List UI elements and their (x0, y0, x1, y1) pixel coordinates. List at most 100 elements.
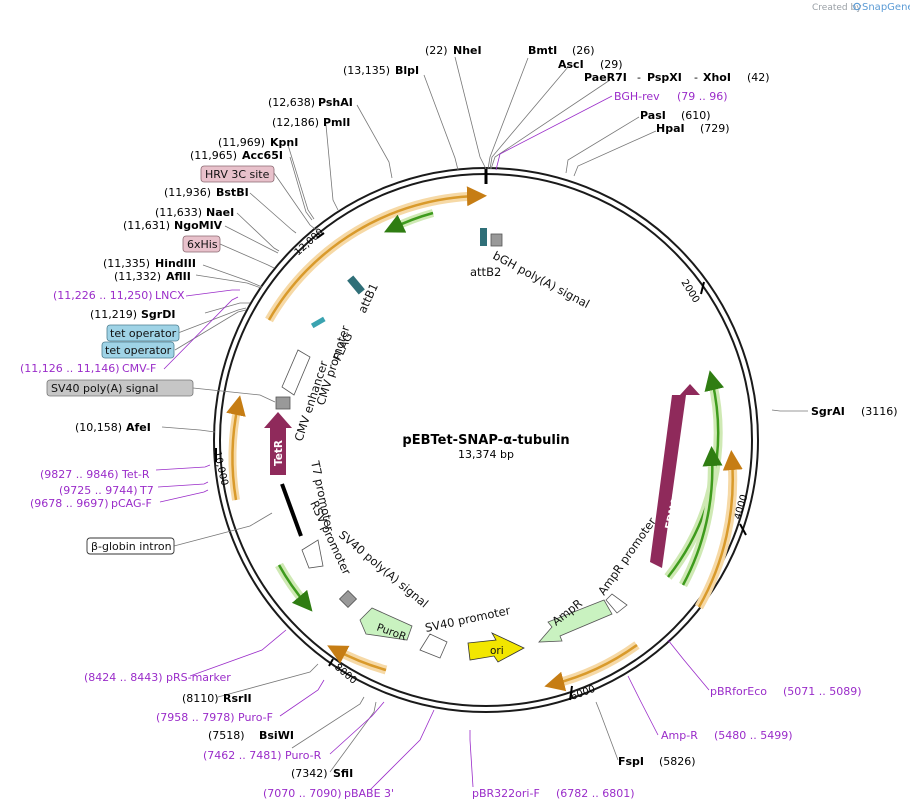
sv40-polya-feature[interactable] (338, 589, 358, 609)
feature-arc-green-right-2[interactable] (681, 446, 723, 586)
attb2-feature[interactable] (480, 228, 487, 246)
credit-prefix: Created by (812, 3, 862, 13)
t7-promoter-bar[interactable] (280, 483, 303, 537)
site-hpai[interactable]: HpaI (656, 122, 685, 135)
site-bsiwi[interactable]: BsiWI (259, 729, 294, 742)
primer-tet-r[interactable]: Tet-R (121, 468, 150, 481)
site-ngomiv-pos: (11,631) (123, 219, 170, 232)
site-bstbi[interactable]: BstBI (216, 186, 249, 199)
site-asci[interactable]: AscI (558, 58, 584, 71)
site-naei[interactable]: NaeI (206, 206, 234, 219)
flag-feature[interactable] (310, 316, 326, 329)
site-acc65i-pos: (11,965) (190, 149, 237, 162)
site-sgrai-pos: (3116) (861, 405, 898, 418)
site-separator-1: - (637, 71, 641, 84)
snapgene-logo-icon (853, 2, 861, 11)
sv40-promoter-feature[interactable] (419, 633, 448, 659)
site-aflii[interactable]: AflII (166, 270, 191, 283)
tick-label-2000: 2000 (678, 278, 701, 305)
box-tet-operator-2[interactable] (101, 341, 175, 359)
feature-arc-orange-left[interactable] (226, 395, 246, 501)
feature-arc-green-left[interactable] (277, 564, 313, 612)
site-rsrii[interactable]: RsrII (223, 692, 252, 705)
site-xhoi-pos: (42) (747, 71, 770, 84)
site-acc65i[interactable]: Acc65I (242, 149, 283, 162)
sv40-polya-box-feature[interactable] (275, 396, 291, 410)
puror-feature[interactable] (359, 607, 413, 641)
ampr-feature[interactable] (538, 599, 613, 643)
site-sgrdi[interactable]: SgrDI (141, 308, 175, 321)
tetr-feature[interactable] (264, 412, 292, 475)
site-kpni[interactable]: KpnI (270, 136, 298, 149)
site-afei[interactable]: AfeI (126, 421, 151, 434)
primer-bgh-rev-range: (79 .. 96) (677, 90, 728, 103)
attb2-label: attB2 (470, 265, 501, 279)
site-sgrai[interactable]: SgrAI (811, 405, 845, 418)
site-nhei[interactable]: NheI (453, 44, 482, 57)
feature-arc-orange-right[interactable] (697, 450, 743, 608)
ori-label: ori (490, 645, 504, 657)
site-aflii-pos: (11,332) (114, 270, 161, 283)
feature-arc-orange-left-bottom[interactable] (327, 645, 387, 672)
cmv-enhancer-feature[interactable] (281, 349, 311, 396)
site-sfii[interactable]: SfiI (333, 767, 353, 780)
primer-puro-f[interactable]: Puro-F (238, 711, 273, 724)
box-leader-lines (219, 172, 321, 269)
site-xhoi[interactable]: XhoI (703, 71, 731, 84)
feature-arc-green-top[interactable] (383, 211, 434, 233)
primer-t7[interactable]: T7 (139, 484, 154, 497)
site-blpi[interactable]: BlpI (395, 64, 419, 77)
primer-lncx-range: (11,226 .. 11,250) (53, 289, 153, 302)
bgh-polya-feature[interactable] (490, 233, 503, 247)
site-fspi[interactable]: FspI (618, 755, 644, 768)
attb1-feature[interactable] (347, 275, 365, 295)
site-hindiii[interactable]: HindIII (155, 257, 196, 270)
site-pshai-pos: (12,638) (268, 96, 315, 109)
primer-pbr322ori-f[interactable]: pBR322ori-F (472, 787, 540, 800)
primer-bgh-rev[interactable]: BGH-rev (614, 90, 660, 103)
site-ngomiv[interactable]: NgoMIV (174, 219, 223, 232)
box-tet-operator-1-label: tet operator (110, 327, 177, 340)
rsv-promoter-feature[interactable] (301, 539, 324, 569)
ebna1-feature[interactable] (650, 384, 700, 568)
feature-arc-orange-bottom[interactable] (544, 643, 638, 692)
site-pspxi[interactable]: PspXI (647, 71, 682, 84)
primer-t7-range: (9725 .. 9744) (59, 484, 138, 497)
primer-pbabe3-range: (7070 .. 7090) (263, 787, 342, 800)
primer-amp-r-range: (5480 .. 5499) (714, 729, 793, 742)
primer-pcag-f[interactable]: pCAG-F (111, 497, 152, 510)
primer-puro-r[interactable]: Puro-R (285, 749, 322, 762)
ampr-promoter-label: AmpR promoter (595, 515, 659, 598)
box-beta-globin-intron[interactable] (86, 537, 175, 555)
site-pmli[interactable]: PmlI (323, 116, 350, 129)
primer-prs-marker[interactable]: pRS-marker (166, 671, 231, 684)
primer-pbrforeco[interactable]: pBRforEco (710, 685, 767, 698)
box-sv40-polya[interactable] (46, 379, 194, 397)
ori-feature[interactable] (467, 632, 525, 663)
box-hrv3c[interactable] (200, 165, 275, 183)
box-tet-operator-1[interactable] (106, 324, 180, 342)
site-pshai[interactable]: PshAI (318, 96, 353, 109)
site-blpi-pos: (13,135) (343, 64, 390, 77)
box-6xhis[interactable] (182, 235, 221, 253)
site-sfii-pos: (7342) (291, 767, 328, 780)
bgh-label: bGH poly(A) signal (491, 248, 592, 311)
sv40-promoter-label: SV40 promoter (424, 603, 512, 635)
site-separator-2: - (694, 71, 698, 84)
feature-arc-glow-bottom (552, 641, 640, 689)
primer-cmv-f[interactable]: CMV-F (122, 362, 156, 375)
site-paer7i[interactable]: PaeR7I (584, 71, 627, 84)
box-tet-operator-2-label: tet operator (105, 344, 172, 357)
site-pasi[interactable]: PasI (640, 109, 666, 122)
site-bmti-pos: (26) (572, 44, 595, 57)
primer-puro-r-range: (7462 .. 7481) (203, 749, 282, 762)
ampr-promoter-feature[interactable] (605, 593, 628, 614)
primer-lncx[interactable]: LNCX (155, 289, 185, 302)
site-bmti[interactable]: BmtI (528, 44, 557, 57)
feature-arc-orange-top[interactable] (267, 186, 487, 321)
primer-puro-f-range: (7958 .. 7978) (156, 711, 235, 724)
primer-amp-r[interactable]: Amp-R (661, 729, 698, 742)
site-hindiii-pos: (11,335) (103, 257, 150, 270)
primer-pbabe3[interactable]: pBABE 3' (344, 787, 394, 800)
